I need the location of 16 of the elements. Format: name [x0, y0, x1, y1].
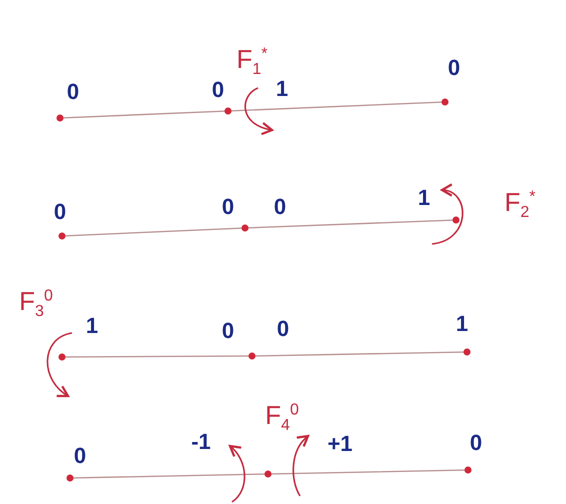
- value-label: 1: [86, 315, 98, 337]
- value-label: -1: [191, 431, 211, 453]
- value-label: 1: [456, 313, 468, 335]
- value-label: 0: [54, 201, 66, 223]
- value-label: 0: [448, 57, 460, 79]
- value-label: 1: [276, 78, 288, 100]
- value-label: 0: [74, 445, 86, 467]
- value-label: 0: [66, 81, 80, 103]
- value-label: +1: [327, 433, 353, 455]
- value-label: 0: [222, 320, 234, 342]
- value-label: 0: [470, 432, 482, 454]
- value-label: 0: [276, 318, 290, 340]
- value-label: 0: [274, 196, 286, 218]
- value-label: 0: [222, 196, 234, 218]
- value-label: 0: [212, 79, 224, 101]
- value-label: 1: [418, 187, 430, 209]
